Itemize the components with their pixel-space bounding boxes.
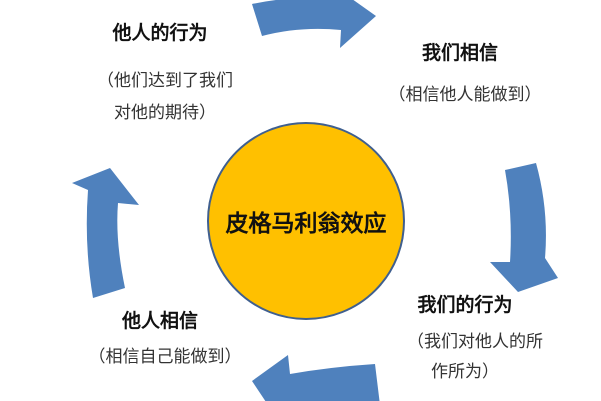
arrow-top <box>252 0 376 48</box>
node-title-others-behavior: 他人的行为 <box>112 22 208 44</box>
node-desc-our-behavior-2: 作所为） <box>431 362 499 382</box>
node-desc-others-believe: （相信自己能做到） <box>88 347 242 367</box>
node-title-our-behavior: 我们的行为 <box>417 294 513 316</box>
node-desc-our-behavior-1: （我们对他人的所 <box>407 332 543 352</box>
node-title-others-believe: 他人相信 <box>121 310 198 332</box>
center-label: 皮格马利翁效应 <box>225 211 387 237</box>
center-circle <box>207 122 405 320</box>
arrow-left <box>72 168 139 298</box>
node-title-we-believe: 我们相信 <box>421 42 498 64</box>
node-desc-we-believe: （相信他人能做到） <box>388 85 542 105</box>
node-desc-others-behavior-1: （他们达到了我们 <box>97 71 233 91</box>
arrow-right <box>490 163 558 292</box>
node-desc-others-behavior-2: 对他的期待） <box>114 103 216 123</box>
arrow-bottom <box>252 355 380 401</box>
